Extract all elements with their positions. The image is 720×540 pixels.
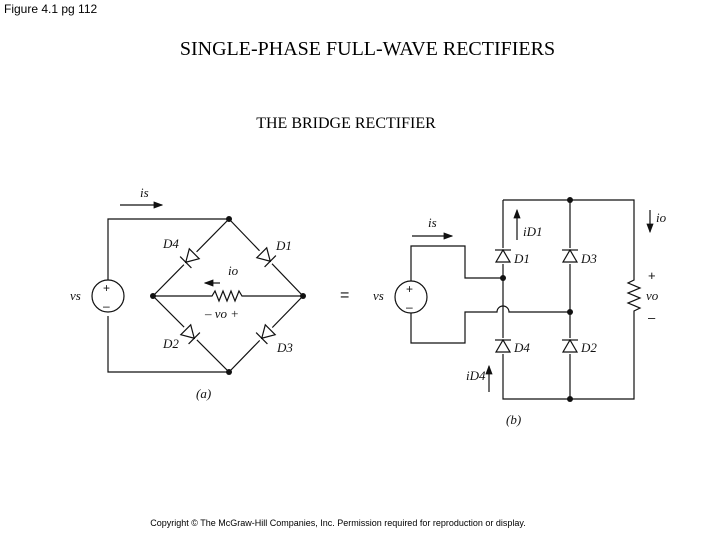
circuit-a: + – vs is [70, 185, 306, 401]
load-plus-b: + [648, 268, 656, 283]
source-a-minus: – [103, 299, 110, 313]
source-b-minus: – [406, 300, 413, 314]
load-resistor-a [153, 289, 303, 303]
page-title: SINGLE-PHASE FULL-WAVE RECTIFIERS [179, 38, 556, 60]
circuit-a-wire-top [107, 218, 229, 296]
diode-d4-b [494, 338, 512, 354]
circuit-b-source-wires [410, 245, 570, 344]
load-voltage-label-b: vo [646, 288, 659, 303]
diode-d1-a-label: D1 [275, 238, 292, 253]
page-subtitle: THE BRIDGE RECTIFIER [256, 115, 436, 132]
source-b-label: vs [373, 288, 384, 303]
load-minus-b: – [648, 310, 656, 325]
current-id1-label: iD1 [523, 224, 543, 239]
diode-d1-b-label: D1 [513, 251, 530, 266]
load-resistor-b [626, 270, 642, 315]
source-a-label: vs [70, 288, 81, 303]
diode-d3-a-label: D3 [276, 340, 293, 355]
circuit-b: + – vs is D [373, 197, 667, 427]
current-id4-label: iD4 [466, 368, 486, 383]
source-a-plus: + [103, 281, 110, 295]
equals-sign: = [340, 287, 349, 304]
circuit-a-wire-bottom [107, 316, 229, 373]
circuit-b-voltage-source: + – [394, 280, 428, 314]
diode-d4-b-label: D4 [513, 340, 530, 355]
current-is-label-a: is [140, 185, 149, 200]
diode-d1-a [253, 244, 279, 270]
diode-d3-b [561, 248, 579, 264]
diode-d2-b [561, 338, 579, 354]
source-b-plus: + [406, 282, 413, 296]
circuit-a-voltage-source: + – [91, 279, 125, 313]
diode-d2-a [177, 321, 203, 347]
diode-d3-a [253, 321, 279, 347]
caption-b: (b) [506, 412, 521, 427]
diode-d2-a-label: D2 [162, 336, 179, 351]
figure-tag: Figure 4.1 pg 112 [4, 2, 98, 16]
caption-a: (a) [196, 386, 211, 401]
load-current-label-a: io [228, 263, 239, 278]
diode-d3-b-label: D3 [580, 251, 597, 266]
load-voltage-label-a: – vo + [204, 306, 239, 321]
load-current-label-b: io [656, 210, 667, 225]
diode-d2-b-label: D2 [580, 340, 597, 355]
diode-d1-b [494, 248, 512, 264]
current-is-label-b: is [428, 215, 437, 230]
diode-d4-a-label: D4 [162, 236, 179, 251]
diode-d4-a [177, 245, 203, 271]
copyright-notice: Copyright © The McGraw-Hill Companies, I… [150, 518, 526, 528]
